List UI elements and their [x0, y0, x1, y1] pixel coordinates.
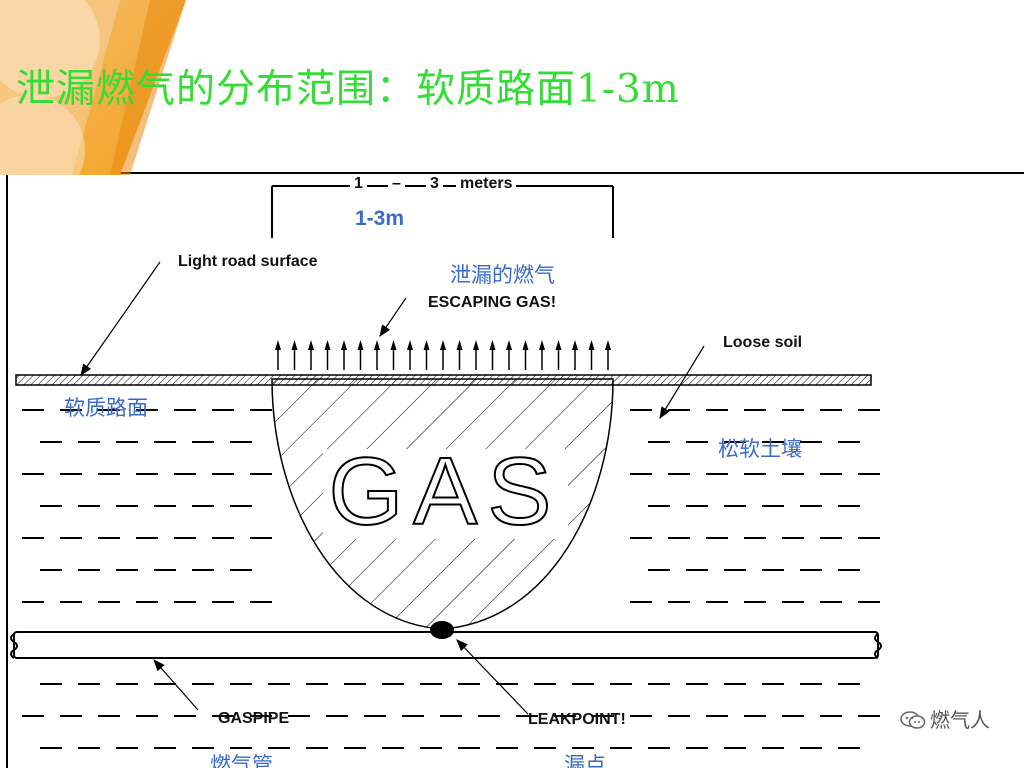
- watermark: 燃气人: [900, 704, 990, 733]
- corner-decoration: [0, 0, 186, 175]
- gas-word-mask: [323, 449, 568, 539]
- label-escaping-gas: ESCAPING GAS!: [428, 294, 557, 311]
- pipe-end-right: [874, 633, 882, 659]
- measure-left: 1: [350, 175, 367, 193]
- top-measure-bracket: [271, 185, 614, 238]
- label-gaspipe: GASPIPE: [218, 710, 290, 727]
- loose-soil-texture: [22, 409, 880, 749]
- label-zh-leak-point: 漏点: [564, 753, 606, 768]
- arrow-light-road: [80, 261, 161, 376]
- label-zh-gas-pipe: 燃气管: [210, 753, 273, 768]
- arrow-gas-pipe: [153, 659, 199, 711]
- measure-unit: meters: [456, 175, 517, 193]
- measure-dash: –: [388, 175, 405, 193]
- label-zh-leaking-gas: 泄漏的燃气: [450, 263, 555, 287]
- diagram-canvas: GAS: [10, 185, 882, 749]
- wechat-icon: [900, 711, 926, 729]
- arrow-escaping-gas: [379, 297, 407, 337]
- label-loose-soil: Loose soil: [723, 334, 803, 351]
- gas-word: GAS: [329, 438, 562, 545]
- label-leakpoint: LEAKPOINT!: [528, 711, 626, 728]
- label-light-road-surface: Light road surface: [178, 253, 318, 270]
- label-zh-soft-road: 软质路面: [64, 396, 148, 420]
- label-zh-loose-soil: 松软土壤: [718, 437, 802, 461]
- arrow-loose-soil: [659, 345, 705, 420]
- watermark-text: 燃气人: [930, 708, 990, 732]
- measure-right: 3: [426, 175, 443, 193]
- arrow-leak-point: [456, 639, 529, 715]
- leak-point-marker: [430, 621, 454, 639]
- gas-leak-diagram: GAS 1 – 3 meters 1-3m Light road surface…: [6, 172, 1024, 768]
- pipe-end-left: [10, 633, 18, 659]
- slide-title: 泄漏燃气的分布范围：软质路面1-3m: [16, 67, 680, 112]
- span-label-1-3m: 1-3m: [355, 207, 405, 230]
- escaping-gas-arrows: [275, 340, 611, 370]
